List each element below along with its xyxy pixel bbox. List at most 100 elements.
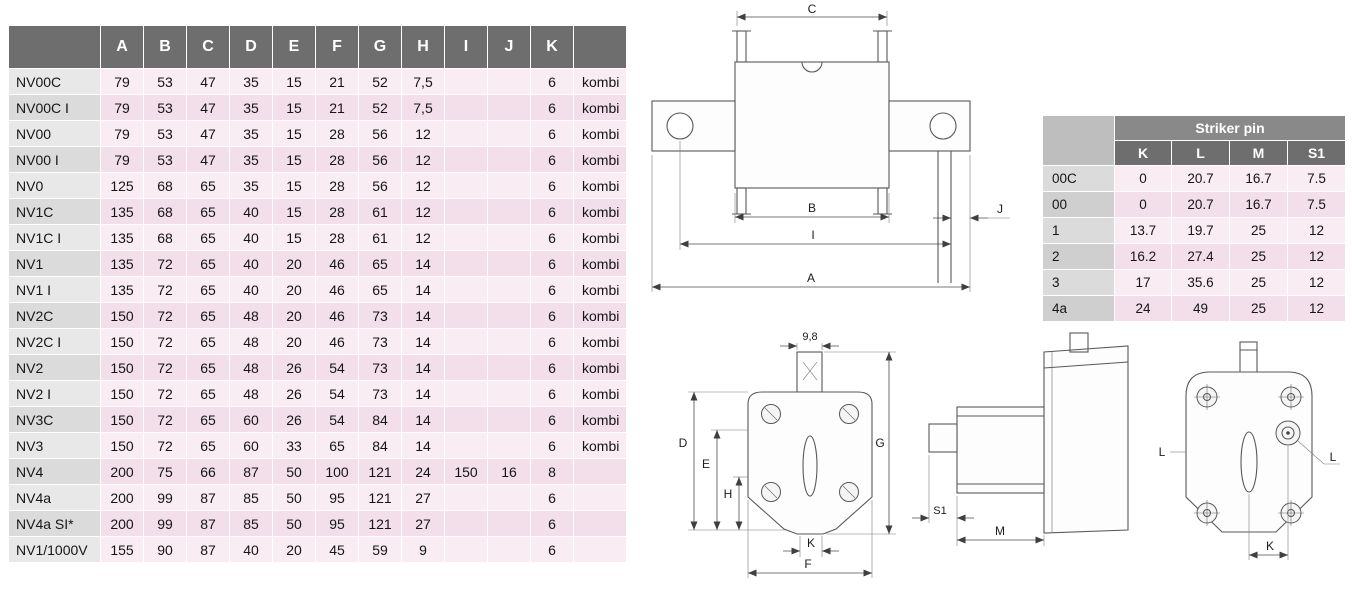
kombi-note: kombi bbox=[573, 146, 627, 173]
dim-label-k-front: K bbox=[807, 536, 815, 550]
dimension-value: 15 bbox=[272, 68, 316, 95]
fuse-rear-view-drawing: L L K bbox=[1159, 341, 1340, 560]
row-label: NV0 bbox=[8, 172, 101, 199]
striker-value: 17 bbox=[1114, 269, 1172, 296]
striker-value: 0 bbox=[1114, 165, 1172, 192]
striker-column-header-m: M bbox=[1229, 140, 1288, 166]
dimension-value: 40 bbox=[229, 276, 273, 303]
fuse-side-body bbox=[956, 406, 1045, 494]
row-label: NV3C bbox=[8, 406, 101, 433]
dimension-value: 6 bbox=[530, 536, 574, 563]
dimension-value: 21 bbox=[315, 94, 359, 121]
row-label: NV4a bbox=[8, 484, 101, 511]
dimension-value: 53 bbox=[143, 146, 187, 173]
dimension-value: 121 bbox=[358, 484, 402, 511]
column-header-b: B bbox=[143, 25, 187, 69]
dimension-value: 150 bbox=[100, 406, 144, 433]
dimension-value: 15 bbox=[272, 146, 316, 173]
dimension-value: 14 bbox=[401, 432, 445, 459]
dimension-value bbox=[444, 250, 488, 277]
dimension-value: 46 bbox=[315, 302, 359, 329]
dimension-value: 73 bbox=[358, 302, 402, 329]
dimension-value: 84 bbox=[358, 432, 402, 459]
dimension-value: 28 bbox=[315, 146, 359, 173]
dim-label-j: J bbox=[997, 202, 1003, 216]
striker-value: 25 bbox=[1229, 295, 1288, 322]
dimension-value: 35 bbox=[229, 146, 273, 173]
dimension-value: 20 bbox=[272, 328, 316, 355]
striker-value: 27.4 bbox=[1171, 243, 1230, 270]
dimension-value: 12 bbox=[401, 146, 445, 173]
dimension-value bbox=[487, 198, 531, 225]
dimension-value bbox=[444, 120, 488, 147]
striker-value: 49 bbox=[1171, 295, 1230, 322]
dimension-value: 12 bbox=[401, 120, 445, 147]
dimension-value: 54 bbox=[315, 354, 359, 381]
kombi-note bbox=[573, 510, 627, 537]
header-corner bbox=[8, 25, 101, 69]
dimension-value: 14 bbox=[401, 250, 445, 277]
dimension-value: 20 bbox=[272, 250, 316, 277]
row-label: NV2C I bbox=[8, 328, 101, 355]
dimension-value: 35 bbox=[229, 120, 273, 147]
dimension-value: 59 bbox=[358, 536, 402, 563]
fuse-mounting-side-drawing: S1 M bbox=[912, 332, 1129, 546]
dimension-value: 56 bbox=[358, 146, 402, 173]
dimension-value bbox=[487, 146, 531, 173]
dimension-value: 135 bbox=[100, 250, 144, 277]
dimension-value: 24 bbox=[401, 458, 445, 485]
top-tab bbox=[796, 351, 823, 393]
dimension-value bbox=[444, 224, 488, 251]
fuse-front-view-drawing: 9,8 D E H bbox=[679, 331, 896, 578]
dimension-value: 65 bbox=[186, 432, 230, 459]
column-header-k: K bbox=[530, 25, 574, 69]
dimension-value bbox=[487, 536, 531, 563]
center-slot bbox=[802, 435, 818, 497]
dimension-value bbox=[444, 172, 488, 199]
dim-label-d: D bbox=[679, 436, 688, 450]
striker-value: 25 bbox=[1229, 269, 1288, 296]
row-label: NV00 I bbox=[8, 146, 101, 173]
dimension-value: 95 bbox=[315, 510, 359, 537]
dimension-value: 73 bbox=[358, 380, 402, 407]
dimension-value: 72 bbox=[143, 380, 187, 407]
dimension-value: 40 bbox=[229, 250, 273, 277]
dimension-value: 28 bbox=[315, 120, 359, 147]
dimension-value: 9 bbox=[401, 536, 445, 563]
dimension-value: 121 bbox=[358, 510, 402, 537]
striker-column-header-k: K bbox=[1114, 140, 1172, 166]
row-label: NV1 bbox=[8, 250, 101, 277]
dimension-value: 68 bbox=[143, 172, 187, 199]
kombi-note: kombi bbox=[573, 380, 627, 407]
row-label: NV1C I bbox=[8, 224, 101, 251]
striker-value: 12 bbox=[1287, 269, 1346, 296]
dimension-value: 28 bbox=[315, 172, 359, 199]
kombi-note: kombi bbox=[573, 68, 627, 95]
dimension-value bbox=[444, 536, 488, 563]
center-slot-rear bbox=[1240, 431, 1258, 493]
dimension-value: 47 bbox=[186, 68, 230, 95]
dimension-value: 60 bbox=[229, 432, 273, 459]
dimension-value bbox=[444, 380, 488, 407]
row-label: NV3 bbox=[8, 432, 101, 459]
dim-label-s1: S1 bbox=[933, 505, 946, 517]
dimension-value: 125 bbox=[100, 172, 144, 199]
striker-value: 35.6 bbox=[1171, 269, 1230, 296]
dimension-value: 53 bbox=[143, 68, 187, 95]
dimension-value: 61 bbox=[358, 198, 402, 225]
kombi-note bbox=[573, 484, 627, 511]
column-header-f: F bbox=[315, 25, 359, 69]
